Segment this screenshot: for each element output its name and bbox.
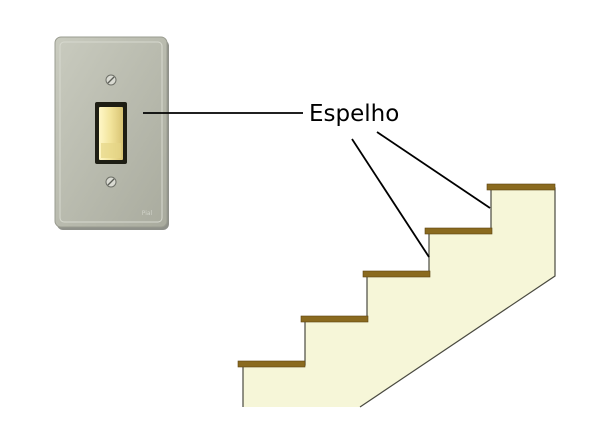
stair-tread (301, 316, 368, 322)
light-switch: Pial (55, 37, 169, 230)
toggle-lever-shade (101, 143, 121, 158)
screw-icon (106, 75, 116, 85)
stair-tread (487, 184, 555, 190)
stair-tread (425, 228, 492, 234)
espelho-label: Espelho (309, 101, 399, 127)
stair-tread (363, 271, 430, 277)
screw-icon (106, 177, 116, 187)
leader-line-riser-upper (377, 132, 490, 208)
stair-body (243, 188, 555, 407)
staircase (238, 184, 555, 407)
brand-logo: Pial (142, 210, 153, 217)
leader-line-riser-lower (352, 139, 429, 257)
stair-tread (238, 361, 305, 367)
